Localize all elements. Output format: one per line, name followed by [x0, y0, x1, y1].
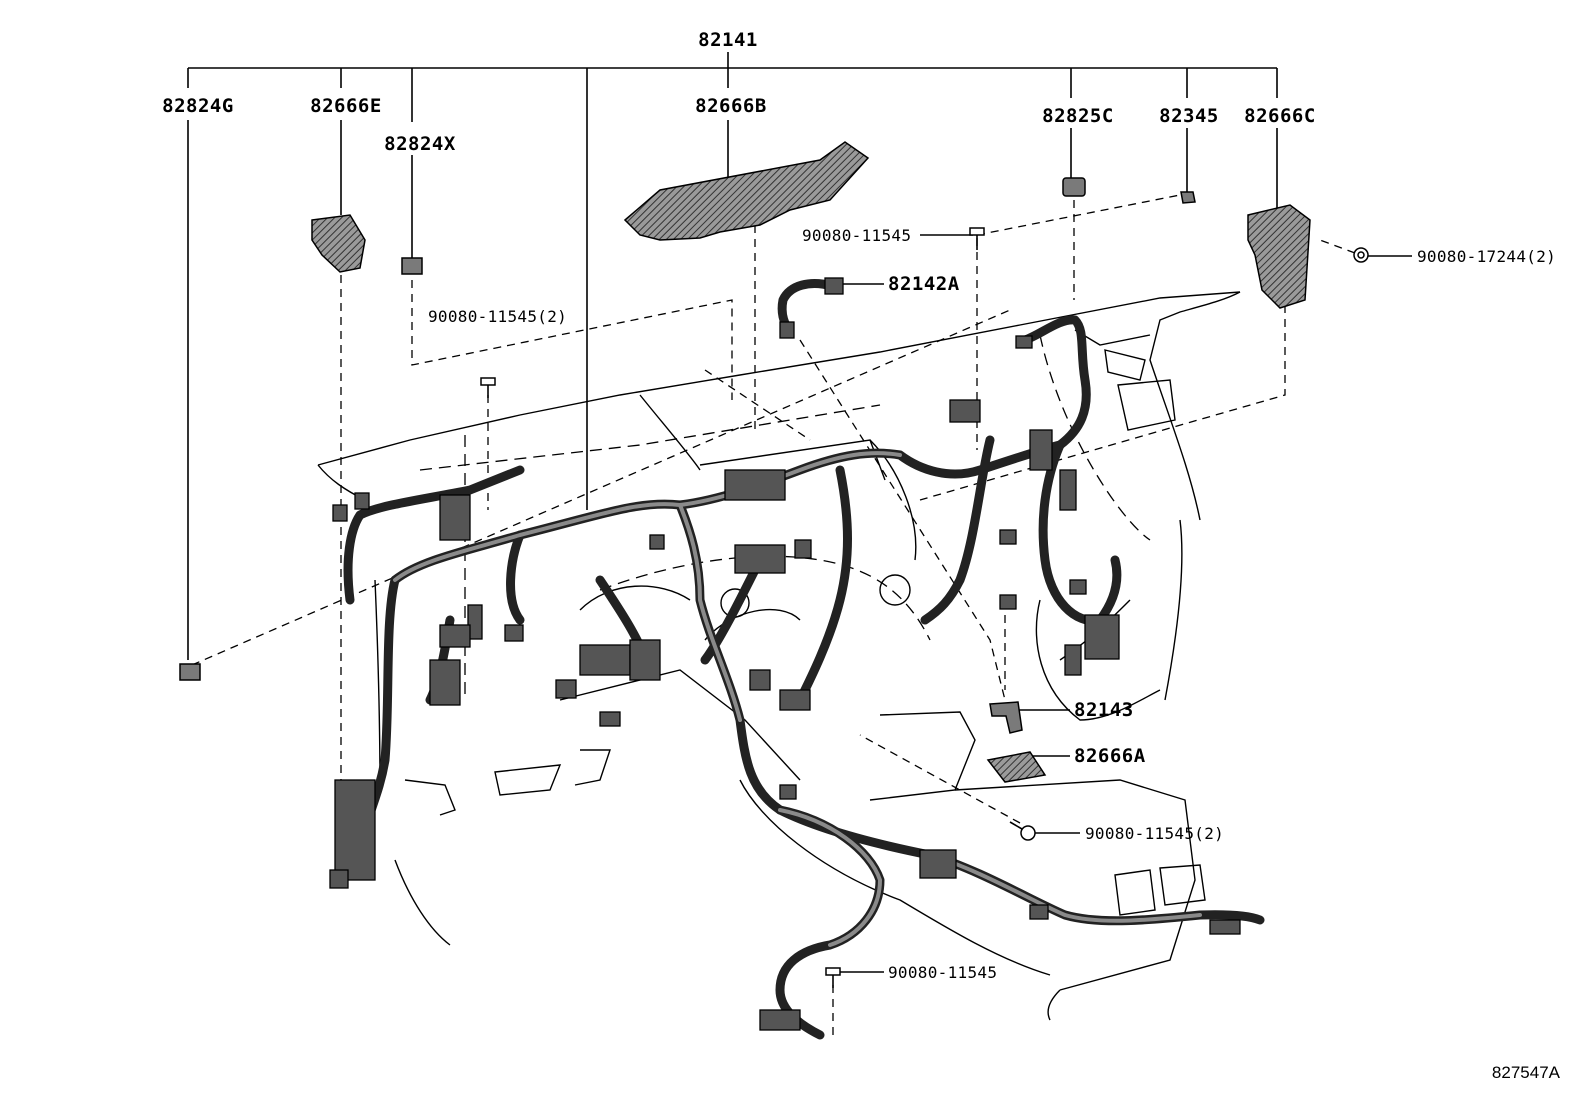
- part-82666A: [986, 751, 1047, 783]
- part-90080-11545-left-bolt: [480, 377, 496, 398]
- part-82824G: [179, 663, 201, 681]
- label-90080-11545-bottom: 90080-11545: [888, 963, 997, 982]
- instrument-panel-outline: [317, 291, 1241, 1021]
- part-82666C: [1247, 204, 1311, 309]
- assembly-dashed-lines: [191, 194, 1356, 1035]
- part-82824X: [401, 257, 423, 275]
- part-82666E: [311, 214, 366, 273]
- label-82345: 82345: [1159, 105, 1219, 127]
- label-90080-11545-right: 90080-11545(2): [1085, 824, 1224, 843]
- part-82143: [989, 701, 1023, 734]
- label-82666B: 82666B: [695, 95, 767, 117]
- label-82666A: 82666A: [1074, 745, 1146, 767]
- label-90080-17244: 90080-17244(2): [1417, 247, 1556, 266]
- part-82825C: [1062, 177, 1086, 197]
- label-82824X: 82824X: [384, 133, 456, 155]
- part-82345: [1180, 191, 1196, 204]
- label-tree-82141: [187, 52, 1278, 510]
- label-82825C: 82825C: [1042, 105, 1114, 127]
- label-90080-11545-left: 90080-11545(2): [428, 307, 567, 326]
- label-82666C: 82666C: [1244, 105, 1316, 127]
- part-90080-11545-top-bolt: [969, 227, 985, 250]
- main-wire-harness-82141: [343, 315, 1265, 1040]
- label-82666E: 82666E: [310, 95, 382, 117]
- part-90080-17244: [1353, 247, 1369, 263]
- reference-code: 827547A: [1492, 1063, 1561, 1082]
- label-82143: 82143: [1074, 699, 1134, 721]
- part-82666B: [623, 141, 870, 241]
- label-82142A: 82142A: [888, 273, 960, 295]
- label-82141: 82141: [698, 29, 758, 51]
- part-90080-11545-right-bolt: [1009, 821, 1036, 841]
- part-90080-11545-bottom-bolt: [825, 967, 841, 988]
- label-90080-11545-top: 90080-11545: [802, 226, 911, 245]
- label-82824G: 82824G: [162, 95, 234, 117]
- part-82142A: [777, 277, 844, 339]
- harness-connectors: [329, 335, 1241, 1031]
